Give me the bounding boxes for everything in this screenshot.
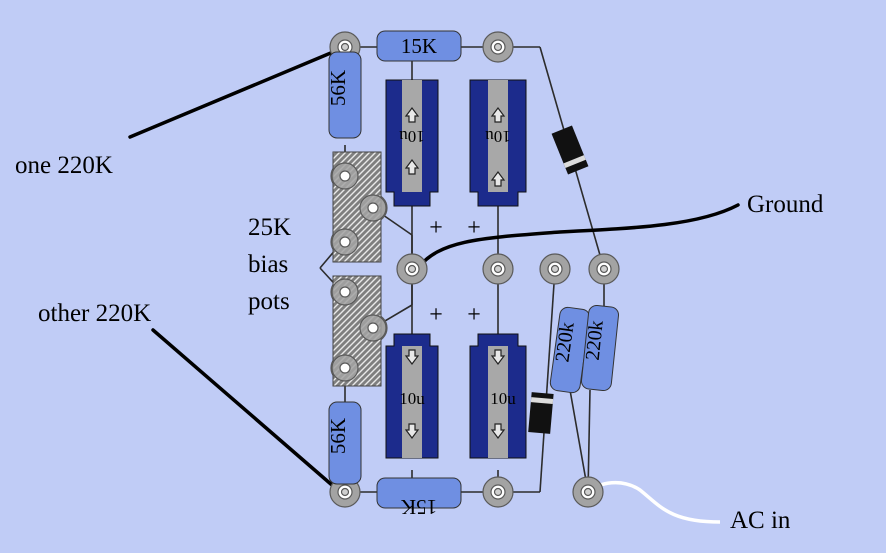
label-ground: Ground (747, 191, 824, 218)
resistor-left-top-56k-label: 56K (326, 70, 350, 106)
capacitor-bottom-left-label: 10u (399, 389, 425, 408)
pad-bottom-center (482, 476, 514, 508)
resistor-top-15k-label: 15K (401, 34, 437, 58)
resistor-top-15k: 15K (376, 30, 462, 62)
label-one-220k: one 220K (15, 152, 113, 179)
resistor-left-bottom-56k: 56K (326, 401, 362, 485)
plus-mark: + (467, 302, 481, 328)
plus-mark: + (467, 215, 481, 241)
capacitor-bottom-right: 10u (469, 333, 527, 459)
capacitor-top-right: 10u (469, 79, 527, 207)
capacitor-top-left-label: 10u (399, 127, 425, 146)
arrow-icon (490, 107, 506, 187)
label-pots-bias: bias (248, 251, 288, 278)
diode-icon (551, 125, 589, 175)
label-other-220k: other 220K (38, 300, 151, 327)
label-pots-value: 25K (248, 214, 291, 241)
resistor-left-top-56k: 56K (326, 51, 362, 139)
resistor-left-bottom-56k-label: 56K (326, 418, 350, 454)
label-pots-pots: pots (248, 288, 290, 315)
resistor-bottom-15k: 15K (376, 477, 462, 519)
ac-in-wire (586, 480, 721, 524)
arrow-icon (404, 349, 420, 439)
capacitor-bottom-right-label: 10u (490, 389, 516, 408)
arrow-icon (490, 349, 506, 439)
plus-mark: + (429, 302, 443, 328)
resistor-right-220k-a: 220k (549, 306, 591, 394)
pad-mid-right-a (539, 253, 571, 285)
capacitor-top-left: 10u (385, 79, 439, 207)
capacitor-top-right-label: 10u (485, 127, 511, 146)
label-ac-in: AC in (730, 507, 791, 534)
trimmer-pot-icon (331, 162, 387, 382)
pad-mid-center (482, 253, 514, 285)
pad-top-right (482, 31, 514, 63)
plus-mark: + (429, 215, 443, 241)
pad-mid-left (396, 253, 428, 285)
external-wires (128, 45, 740, 494)
resistor-right-220k-b-label: 220k (582, 319, 608, 361)
capacitor-bottom-left: 10u (385, 333, 439, 459)
pad-bottom-right (572, 476, 604, 508)
diode-icon (528, 392, 554, 434)
resistor-right-220k-b: 220k (580, 304, 620, 392)
resistor-bottom-15k-label: 15K (401, 495, 437, 519)
pad-mid-right-b (588, 253, 620, 285)
arrow-icon (404, 107, 420, 175)
